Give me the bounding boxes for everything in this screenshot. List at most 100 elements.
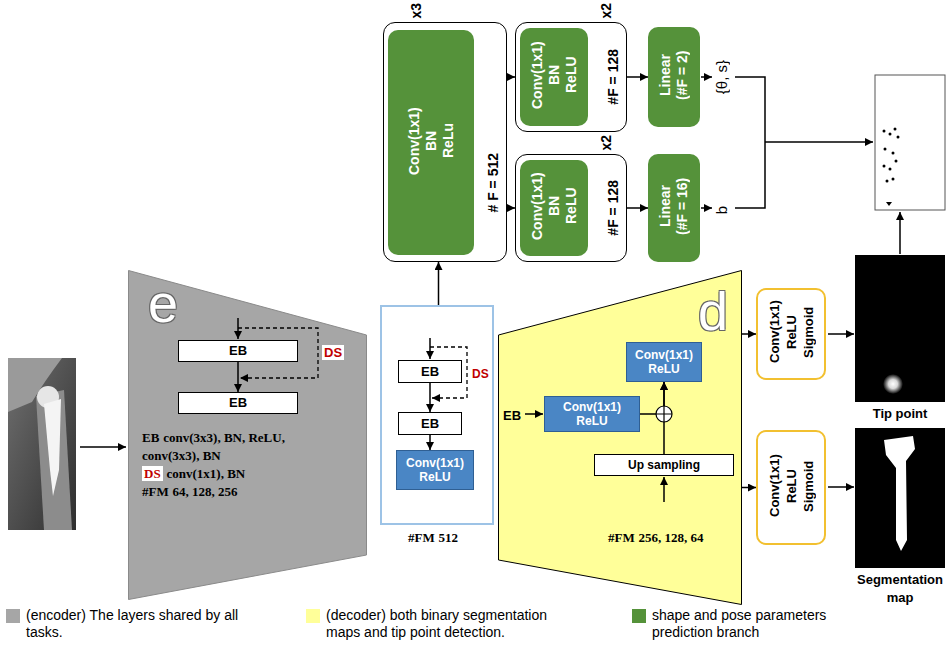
tip-glow	[883, 374, 903, 394]
text-group: x3	[408, 3, 425, 22]
output-head-box: Conv(1x1) ReLU Sigmoid	[756, 288, 826, 380]
node-text: x2	[598, 3, 615, 19]
point-dot	[883, 130, 886, 133]
implant-mask	[884, 436, 915, 551]
label-box: EB	[503, 406, 521, 424]
node-text: d	[698, 281, 728, 341]
text-line: x3	[408, 3, 425, 22]
node-text: Conv(1x1) ReLU Sigmoid	[766, 446, 817, 526]
skip-connection	[430, 347, 467, 398]
input-arrow	[237, 318, 239, 339]
connector-arrow	[627, 207, 648, 209]
text-group: Linear (#F = 16)	[648, 154, 700, 262]
encoder-block: EB	[398, 360, 462, 383]
text-line: Conv(1x1) ReLU Sigmoid	[766, 446, 816, 529]
connector-arrow	[627, 76, 648, 78]
conv-stack-box: Conv(1x1) BN ReLU	[520, 28, 588, 126]
legend-text: shape and pose parameters prediction bra…	[652, 607, 852, 641]
sum-plus	[656, 406, 672, 422]
text-line: x2	[598, 135, 615, 154]
point-dot	[889, 133, 892, 136]
point-dot	[894, 128, 897, 131]
image-background	[855, 428, 945, 568]
output-arrow	[701, 76, 712, 78]
text-line: # F = 512	[485, 153, 502, 216]
node-text: # F = 512	[485, 153, 502, 213]
point-dot	[892, 152, 895, 155]
node-text: #FM	[142, 484, 169, 499]
conv-box: Conv(1x1) ReLU	[544, 396, 640, 432]
text-line: DS conv(1x1), BN	[142, 464, 322, 482]
connector-arrow	[663, 382, 665, 454]
text-group: Conv(1x1) BN ReLU	[520, 28, 588, 126]
text-group: x2	[598, 135, 615, 154]
text-group: Conv(1x1) ReLU Sigmoid	[758, 432, 824, 543]
legend-text: (decoder) both binary segmentation maps …	[326, 607, 571, 641]
point-dot	[886, 180, 889, 183]
text-line: EB	[421, 416, 439, 432]
text-line: EBconv(3x3), BN, ReLU, conv(3x3), BN	[142, 428, 322, 464]
conv-stack-box: Conv(1x1) BN ReLu	[388, 30, 474, 255]
text-line: Up sampling	[628, 458, 700, 472]
repeat-frame: x3# F = 512Conv(1x1) BN ReLu	[383, 22, 507, 262]
encoder-block: EB	[178, 340, 298, 362]
linear-box: Linear (#F = 2)	[648, 27, 700, 127]
input-arrow	[80, 446, 126, 448]
text-group: e	[148, 276, 178, 330]
connector-arrow	[742, 487, 756, 489]
text-line: EB	[229, 395, 247, 411]
text-line: EB	[421, 364, 439, 380]
node-text: Conv(1x1) ReLU	[406, 456, 464, 484]
connector-arrow	[237, 362, 239, 392]
text-group: #FM256, 128, 64	[608, 528, 704, 546]
connector-arrow	[507, 76, 515, 78]
node-text: #FM	[608, 530, 635, 545]
xray-image	[8, 358, 76, 530]
node-text: EB	[142, 430, 159, 445]
node-text: Conv(1x1) ReLU Sigmoid	[766, 292, 817, 372]
connectors	[238, 77, 756, 488]
text-line: Linear (#F = 16)	[657, 175, 691, 240]
bottleneck-box: #FM512EBEBConv(1x1) ReLU	[380, 305, 494, 525]
node-text: 512	[439, 530, 459, 545]
shape-points-image	[875, 75, 945, 210]
implant-head	[37, 386, 59, 408]
image-frame	[875, 75, 945, 210]
connector-arrow	[742, 333, 756, 335]
sum-symbols	[656, 406, 672, 422]
node-text: DS	[142, 466, 163, 481]
image-caption: Segmentation map	[857, 572, 943, 605]
text-group: #F = 128	[605, 180, 622, 239]
node-text: Linear (#F = 16)	[657, 175, 691, 237]
point-dot	[883, 165, 886, 168]
text-line: Conv(1x1) ReLU Sigmoid	[766, 292, 816, 375]
input-arrow	[663, 477, 665, 502]
output-arrow	[899, 212, 901, 254]
node-text: conv(1x1), BN	[167, 466, 246, 481]
label-box: b	[713, 200, 730, 218]
image-background	[855, 255, 945, 402]
node-text: EB	[421, 364, 439, 379]
input-arrow	[429, 338, 431, 359]
node-text: EB	[229, 395, 247, 410]
text-group: EB	[399, 361, 461, 382]
text-line: #FM 512	[408, 528, 458, 546]
output-arrow	[828, 333, 854, 335]
text-group: # F = 512	[485, 153, 502, 216]
node-text: EB	[229, 343, 247, 358]
trapezoid-shape	[499, 271, 742, 605]
pelvis-bone	[8, 358, 62, 412]
node-text: Up sampling	[628, 458, 700, 472]
tip-marker	[886, 202, 892, 206]
linear-box: Linear (#F = 16)	[648, 154, 700, 262]
label-box: DS	[322, 343, 344, 361]
point-dot	[884, 148, 887, 151]
connector-arrow	[438, 262, 440, 305]
merge-bracket	[735, 77, 765, 208]
output-arrow	[701, 207, 712, 209]
skip-connection	[238, 328, 318, 378]
node-text: #FM	[408, 530, 435, 545]
point-dot	[895, 160, 898, 163]
node-text: Conv(1x1) ReLU	[635, 348, 693, 376]
